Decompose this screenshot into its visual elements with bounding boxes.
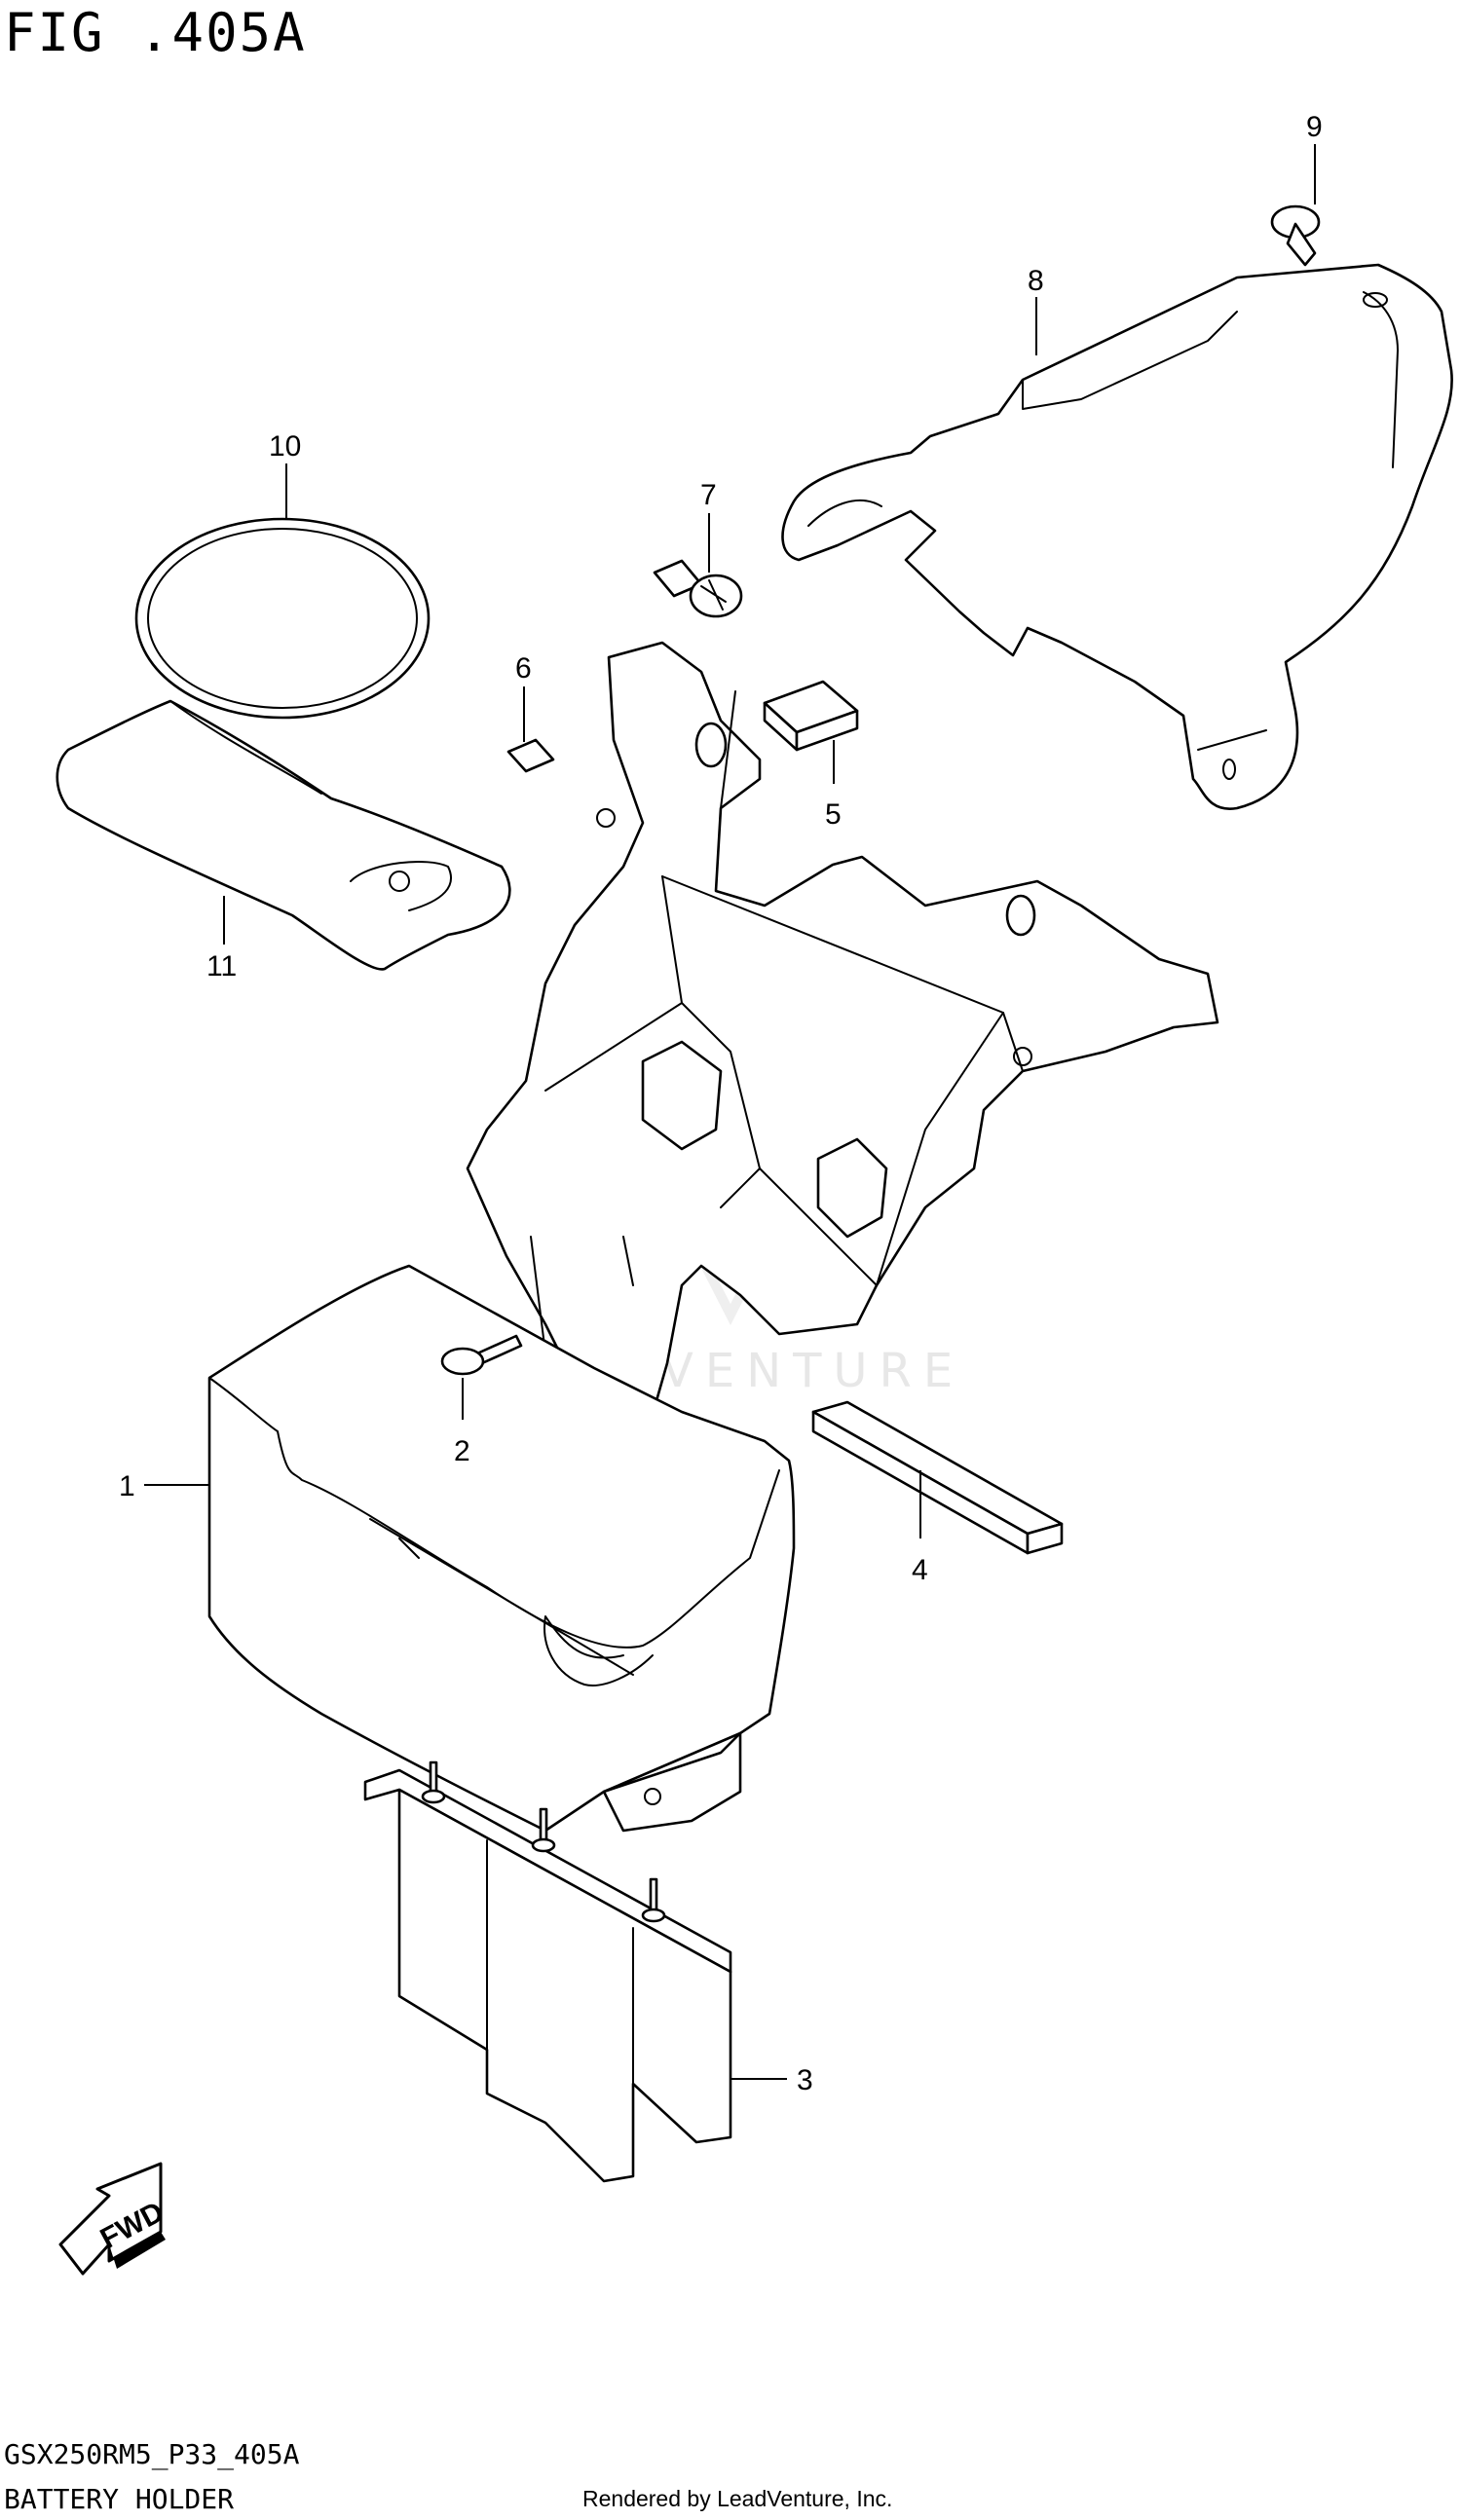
part-2-screw[interactable]	[440, 1334, 523, 1376]
callout-1[interactable]: 1	[119, 1470, 135, 1502]
part-4-strip[interactable]	[811, 1400, 1064, 1555]
part-11-pad[interactable]	[56, 699, 511, 971]
part-9-clip[interactable]	[1270, 204, 1321, 267]
part-3-lower-holder[interactable]	[363, 1760, 732, 2183]
callout-11[interactable]: 11	[206, 950, 237, 982]
callout-9[interactable]: 9	[1306, 111, 1323, 143]
callout-3[interactable]: 3	[797, 2064, 813, 2096]
part-1-battery-case[interactable]	[207, 1264, 796, 1833]
callout-7[interactable]: 7	[700, 479, 717, 511]
section-name: BATTERY HOLDER	[4, 2483, 234, 2515]
callout-4[interactable]: 4	[912, 1554, 928, 1586]
part-6-small-pad[interactable]	[506, 738, 555, 773]
part-8-cover[interactable]	[781, 263, 1453, 810]
callout-2[interactable]: 2	[454, 1435, 470, 1467]
callout-6[interactable]: 6	[515, 652, 532, 685]
diagram-code: GSX250RM5_P33_405A	[4, 2438, 300, 2471]
part-10-band[interactable]	[134, 517, 431, 720]
fwd-arrow-icon: FWD	[58, 2162, 169, 2276]
callout-labels: 1 2 3 4 5 6 7 8 9 10 11	[119, 111, 1323, 2096]
callout-5[interactable]: 5	[825, 798, 842, 831]
callout-10[interactable]: 10	[269, 430, 301, 463]
callout-8[interactable]: 8	[1028, 265, 1044, 297]
figure-title: FIG .405A	[4, 2, 307, 63]
callout-leaders	[144, 144, 1316, 2080]
part-battery-bracket[interactable]	[466, 641, 1219, 1453]
rendered-by: Rendered by LeadVenture, Inc.	[582, 2486, 892, 2511]
part-7-bolt[interactable]	[653, 559, 743, 618]
part-5-block[interactable]	[763, 680, 859, 752]
